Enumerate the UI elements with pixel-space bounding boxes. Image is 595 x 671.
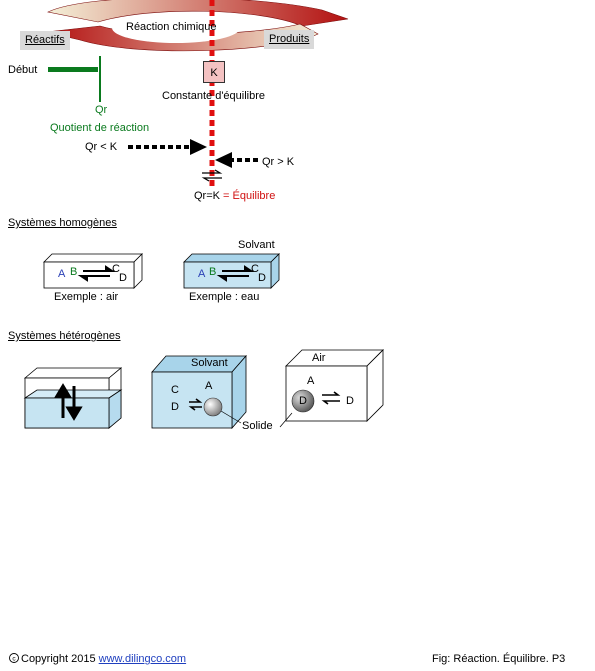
reactants-button[interactable]: Réactifs — [20, 31, 70, 50]
species-d: D — [258, 272, 266, 284]
species-c: C — [112, 263, 120, 275]
heterogeneous-box-liquid — [23, 367, 123, 429]
heterogeneous-title: Systèmes hétérogènes — [8, 330, 121, 342]
products-button[interactable]: Produits — [264, 30, 315, 49]
species-d: D — [119, 272, 127, 284]
caption-air: Exemple : air — [54, 291, 119, 303]
solid-pointer-line — [279, 412, 293, 428]
equilibrium-arrows-icon — [321, 391, 341, 405]
homogeneous-box-air — [43, 253, 143, 289]
solid-ball — [291, 389, 315, 413]
copyright-icon — [9, 653, 19, 663]
caption-water: Exemple : eau — [189, 291, 260, 303]
solvent-label: Solvant — [191, 357, 228, 369]
solvent-label: Solvant — [238, 239, 275, 251]
copyright-text: Copyright 2015 — [21, 653, 96, 665]
qr-greater-label: Qr > K — [262, 156, 295, 168]
k-label: Constante d'équilibre — [162, 90, 266, 102]
ball-species-d: D — [299, 395, 307, 407]
reaction-cycle-arrows — [45, 0, 349, 52]
equilibrium-label: Qr=K = Équilibre — [194, 191, 275, 202]
qr-less-label: Qr < K — [85, 141, 118, 153]
equilibrium-rhs: = Équilibre — [223, 190, 276, 202]
footer-link[interactable]: www.dilingco.com — [98, 653, 187, 665]
qr-label: Quotient de réaction — [50, 122, 150, 134]
up-down-arrows-icon — [54, 383, 83, 421]
solid-label: Solide — [242, 420, 273, 432]
equilibrium-arrows-icon — [188, 398, 203, 411]
arrow-qr-greater-than-k — [215, 152, 258, 168]
copyright-glyph: c — [12, 656, 16, 663]
equilibrium-harpoons-icon — [201, 169, 223, 182]
species-b: B — [70, 266, 78, 278]
species-a: A — [58, 268, 66, 280]
equilibrium-arrows-icon — [216, 265, 255, 282]
start-bar — [48, 67, 98, 72]
equilibrium-arrows-icon — [77, 265, 116, 282]
footer-copyright: Copyright 2015 www.dilingco.com — [21, 654, 186, 665]
solid-ball — [203, 397, 223, 417]
figure-caption: Fig: Réaction. Équilibre. P3 — [432, 653, 566, 665]
species-c: C — [171, 384, 179, 396]
species-a: A — [205, 380, 213, 392]
reaction-cycle-label: Réaction chimique — [126, 21, 217, 33]
homogeneous-box-water — [183, 253, 280, 289]
homogeneous-title: Systèmes homogènes — [8, 217, 117, 229]
species-a: A — [198, 268, 206, 280]
species-a: A — [307, 375, 315, 387]
arrow-qr-less-than-k — [128, 139, 207, 155]
heterogeneous-box-air — [285, 349, 384, 422]
solid-pointer-line — [220, 410, 242, 424]
species-b: B — [209, 266, 217, 278]
equilibrium-lhs: Qr=K — [194, 190, 220, 202]
qr-symbol: Qr — [95, 104, 108, 116]
start-label: Début — [8, 64, 38, 76]
air-label: Air — [312, 352, 326, 364]
species-c: C — [251, 263, 259, 275]
species-d: D — [171, 401, 179, 413]
k-box: K — [203, 61, 225, 83]
species-d: D — [346, 395, 354, 407]
